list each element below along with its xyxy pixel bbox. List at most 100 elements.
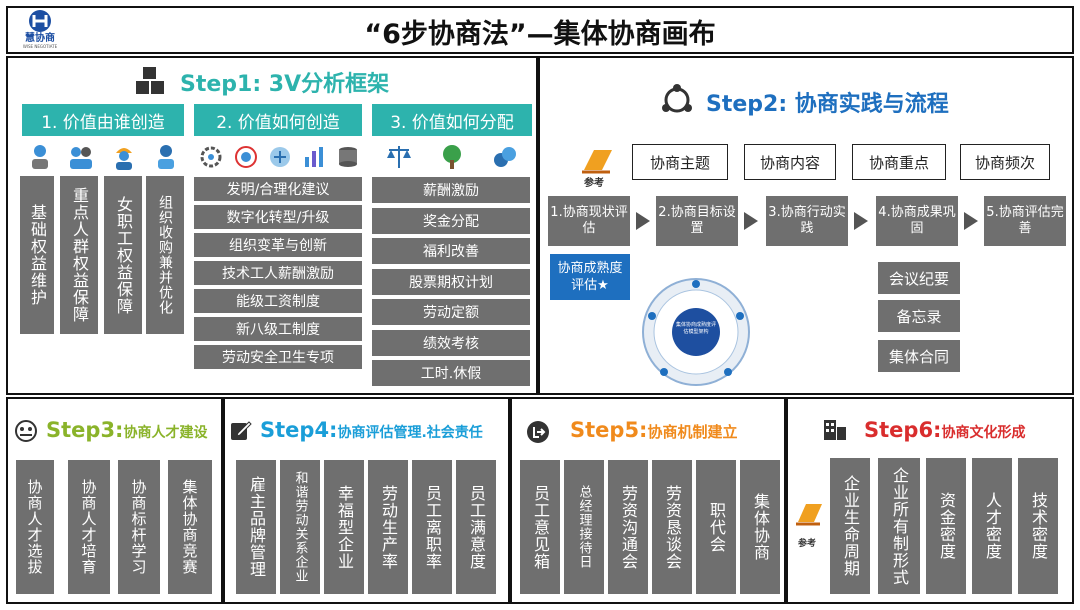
header-frame (6, 6, 1074, 54)
step6-title-main: Step6: (864, 418, 942, 442)
step2-flow-step-0: 1.协商现状评估 (548, 196, 630, 246)
database-icon (338, 147, 357, 167)
step4-item-1: 和谐劳动关系企业 (280, 460, 320, 594)
logo-name: 慧协商 (25, 33, 55, 44)
step6-item-4: 技术密度 (1018, 458, 1058, 594)
circle-center-label: 集体协商成熟度评估模型架构 (675, 322, 716, 335)
step3-title-main: Step3: (46, 418, 124, 442)
step2-topic-1: 协商内容 (744, 144, 836, 180)
step2-flow-arrow-2 (854, 212, 868, 230)
scale-icon (386, 146, 411, 168)
chart-icon (305, 147, 324, 167)
step1-col2-header: 2. 价值如何创造 (194, 104, 362, 136)
step2-flow-step-1: 2.协商目标设置 (656, 196, 738, 246)
step1-col1-item-0: 基础权益维护 (20, 176, 54, 334)
step6-item-0: 企业生命周期 (830, 458, 870, 594)
step6-subtitle: 协商文化形成 (941, 425, 1026, 441)
step1-col3-item-6: 工时.休假 (372, 360, 530, 386)
logo: 慧协商 WISE NEGOTIATE (14, 9, 66, 51)
team-icon (15, 420, 37, 442)
step5-item-1: 总经理接待日 (564, 460, 604, 594)
step3-item-2: 协商标杆学习 (118, 460, 160, 594)
brain-icon (269, 147, 290, 167)
target-icon (234, 146, 257, 168)
maturity-label: 协商成熟度评估★ (557, 261, 623, 293)
step5-title-main: Step5: (570, 418, 648, 442)
step1-col2-item-2: 组织变革与创新 (194, 233, 362, 257)
step1-col2-item-3: 技术工人薪酬激励 (194, 261, 362, 285)
step2-title: Step2: 协商实践与流程 (706, 92, 949, 117)
page-title: “6步协商法”—集体协商画布 (364, 19, 716, 50)
step2-output-1: 备忘录 (878, 300, 960, 332)
reference-icon-step6 (796, 504, 822, 526)
step2-flow-step-4: 5.协商评估完善 (984, 196, 1066, 246)
step2-output-2: 集体合同 (878, 340, 960, 372)
step1-col3-item-4: 劳动定额 (372, 299, 530, 325)
step4-item-0: 雇主品牌管理 (236, 460, 276, 594)
cycle-icon (662, 84, 692, 113)
step6-title: Step6:协商文化形成 (864, 418, 1025, 442)
step1-col3-item-5: 绩效考核 (372, 329, 530, 356)
step5-title: Step5:协商机制建立 (570, 418, 737, 442)
step6-item-3: 人才密度 (972, 458, 1012, 594)
step3-subtitle: 协商人才建设 (123, 425, 208, 441)
logo-icon (29, 10, 51, 32)
exit-icon (527, 421, 549, 443)
maturity-assessment: 协商成熟度评估★ (550, 254, 630, 300)
step1-col1-item-2: 女职工权益保障 (104, 176, 142, 334)
step2-topic-0: 协商主题 (632, 144, 728, 180)
step5-item-2: 劳资沟通会 (608, 460, 648, 594)
step4-item-2: 幸福型企业 (324, 460, 364, 594)
edit-icon (231, 421, 252, 440)
step4-title: Step4:协商评估管理.社会责任 (260, 418, 483, 442)
step3-item-0: 协商人才选拔 (16, 460, 54, 594)
step1-col2-item-5: 新八级工制度 (194, 317, 362, 341)
step5-item-0: 员工意见箱 (520, 460, 560, 594)
step2-output-0: 会议纪要 (878, 262, 960, 294)
gear-icon (200, 146, 222, 168)
step4-title-main: Step4: (260, 418, 338, 442)
step1-col1-header: 1. 价值由谁创造 (22, 104, 184, 136)
worker-icon (116, 148, 132, 170)
coins-icon (494, 147, 517, 167)
step6-ref-label: 参考 (798, 539, 817, 549)
blocks-icon (136, 67, 164, 94)
group-icon (70, 147, 92, 169)
step1-col1-item-3: 组织收购兼并优化 (146, 176, 184, 334)
step4-item-3: 劳动生产率 (368, 460, 408, 594)
step1-col3-item-0: 薪酬激励 (372, 177, 530, 203)
step1-col3-header: 3. 价值如何分配 (372, 104, 532, 136)
step2-ref-label: 参考 (584, 178, 604, 189)
step6-item-1: 企业所有制形式 (878, 458, 920, 594)
reference-icon (582, 150, 612, 174)
step1-col3-item-1: 奖金分配 (372, 207, 530, 234)
logo-sub: WISE NEGOTIATE (22, 44, 58, 49)
step1-col3-item-3: 股票期权计划 (372, 268, 530, 295)
doctor-icon (158, 145, 174, 169)
step6-item-2: 资金密度 (926, 458, 966, 594)
col1-icons (20, 140, 186, 174)
step2-topic-2: 协商重点 (852, 144, 946, 180)
step5-subtitle: 协商机制建立 (647, 423, 738, 441)
step1-col2-item-1: 数字化转型/升级 (194, 205, 362, 229)
step2-flow-arrow-0 (636, 212, 650, 230)
step2-topic-3: 协商频次 (960, 144, 1050, 180)
step1-col2-item-0: 发明/合理化建议 (194, 177, 362, 201)
col3-icons (372, 140, 532, 174)
step2-flow-arrow-1 (744, 212, 758, 230)
step2-flow-step-2: 3.协商行动实践 (766, 196, 848, 246)
col2-icons (194, 140, 364, 174)
step1-title: Step1: 3V分析框架 (180, 72, 390, 97)
step2-flow-step-3: 4.协商成果巩固 (876, 196, 958, 246)
step1-col3-item-2: 福利改善 (372, 238, 530, 264)
step5-item-3: 劳资恳谈会 (652, 460, 692, 594)
step4-item-4: 员工离职率 (412, 460, 452, 594)
step2-flow-arrow-3 (964, 212, 978, 230)
building-icon (824, 420, 846, 440)
step5-item-5: 集体协商 (740, 460, 780, 594)
step1-col2-item-4: 能级工资制度 (194, 289, 362, 313)
step1-col2-item-6: 劳动安全卫生专项 (194, 345, 362, 369)
step1-col1-item-1: 重点人群权益保障 (60, 176, 98, 334)
tree-icon (442, 145, 461, 169)
person-icon (32, 145, 48, 169)
